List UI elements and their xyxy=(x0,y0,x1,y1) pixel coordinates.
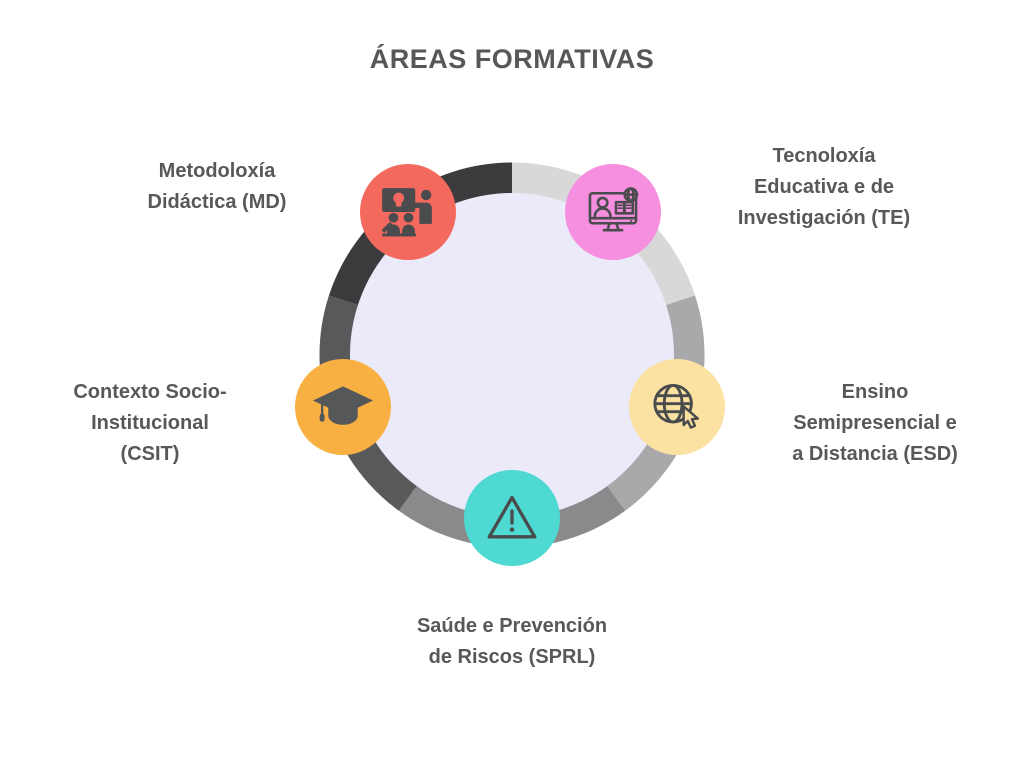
label-line: Ensino xyxy=(841,381,909,403)
area-node-csit xyxy=(295,359,391,455)
area-node-te xyxy=(565,164,661,260)
label-line: Educativa e de xyxy=(753,176,895,198)
label-line: Investigación (TE) xyxy=(737,207,911,229)
presentation-training-icon xyxy=(381,188,432,237)
label-line: a Distancia (ESD) xyxy=(792,443,958,465)
globe-cursor-icon xyxy=(653,383,700,429)
label-line: Didáctica (MD) xyxy=(147,191,287,213)
label-line: Institucional xyxy=(91,412,209,434)
diagram-title: ÁREAS FORMATIVAS xyxy=(369,44,655,74)
area-label-esd: Ensino Semipresencial e a Distancia (ESD… xyxy=(745,377,1005,470)
label-line: Metodoloxía xyxy=(158,160,276,182)
area-node-sprl xyxy=(464,470,560,566)
inner-circle xyxy=(350,193,674,517)
area-node-md xyxy=(360,164,456,260)
label-line: Contexto Socio- xyxy=(73,381,227,403)
area-label-csit: Contexto Socio- Institucional (CSIT) xyxy=(20,377,280,470)
area-node-esd xyxy=(629,359,725,455)
graduation-cap-icon xyxy=(312,386,374,425)
label-line: Semipresencial e xyxy=(793,412,957,434)
area-label-md: Metodoloxía Didáctica (MD) xyxy=(67,156,367,218)
online-learning-icon xyxy=(588,187,639,232)
label-line: Saúde e Prevención xyxy=(416,615,608,637)
label-line: (CSIT) xyxy=(120,443,180,465)
label-line: de Riscos (SPRL) xyxy=(428,646,596,668)
area-label-sprl: Saúde e Prevención de Riscos (SPRL) xyxy=(362,611,662,673)
label-line: Tecnoloxía xyxy=(772,145,876,167)
area-label-te: Tecnoloxía Educativa e de Investigación … xyxy=(694,141,954,234)
warning-triangle-icon xyxy=(487,495,537,539)
